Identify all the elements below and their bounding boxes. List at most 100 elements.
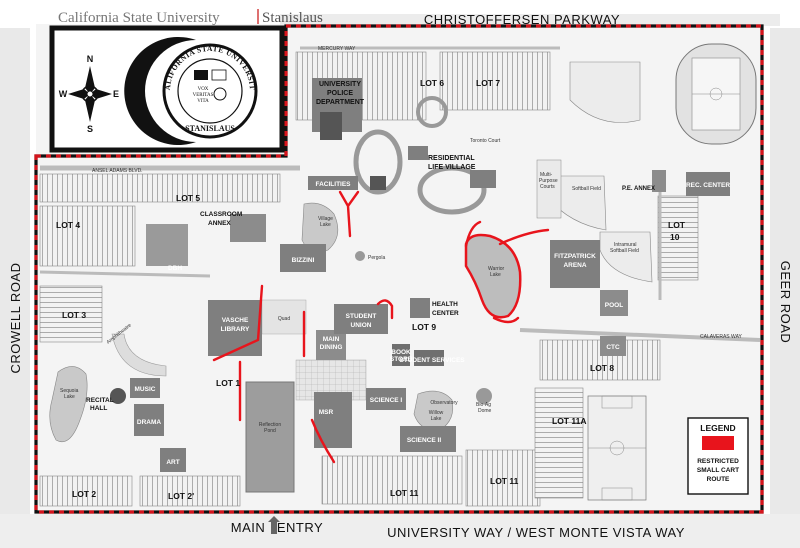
bookstore-building[interactable] xyxy=(392,344,410,366)
lot10-label-b: 10 xyxy=(670,232,680,242)
book-label-2: STORE xyxy=(390,356,413,363)
legend-title: LEGEND xyxy=(700,423,735,433)
geer-road-strip xyxy=(770,28,800,528)
pool-label: POOL xyxy=(605,302,623,309)
lot2p-label: LOT 2' xyxy=(168,491,194,501)
seal-bottom-text: STANISLAUS xyxy=(185,124,235,133)
toronto-label: Toronto Court xyxy=(470,138,501,144)
drama-label: DRAMA xyxy=(137,419,161,426)
facilities-annex[interactable] xyxy=(370,176,386,190)
pool-building[interactable] xyxy=(600,290,628,316)
health-center-building[interactable] xyxy=(410,298,430,318)
feature-labels: Amphitheatre Quad Pergola Village Lake W… xyxy=(60,46,743,434)
lot11a-area xyxy=(534,387,584,499)
bio-ag-dome[interactable] xyxy=(476,388,492,404)
recital-hall-building[interactable] xyxy=(110,388,126,404)
art-building[interactable] xyxy=(160,448,186,472)
main-entry-entry: ENTRY xyxy=(277,520,323,535)
student-union-building[interactable] xyxy=(334,304,388,334)
reflection-pond-label-2: Pond xyxy=(264,428,276,434)
drama-building[interactable] xyxy=(134,404,164,436)
recital-label-1: RECITAL xyxy=(86,397,114,404)
mercury-label: MERCURY WAY xyxy=(318,46,356,52)
lot2-label: LOT 2 xyxy=(72,489,96,499)
fitzpatrick-arena[interactable] xyxy=(550,240,600,288)
science1-label: SCIENCE I xyxy=(370,397,403,404)
campus-boundary xyxy=(34,24,764,514)
lot11a-label: LOT 11A xyxy=(552,416,586,426)
dbh-building[interactable] xyxy=(146,224,188,266)
facilities-building[interactable] xyxy=(308,176,358,190)
fitzpatrick-label-2: ARENA xyxy=(563,262,586,269)
compass-e: E xyxy=(113,89,119,99)
crowell-road-strip xyxy=(0,28,30,528)
multi-courts xyxy=(536,159,562,219)
sequoia-lake-label-2: Lake xyxy=(64,394,75,400)
lot9-label: LOT 9 xyxy=(412,322,436,332)
facilities-label: FACILITIES xyxy=(315,181,351,188)
student-union-label-2: UNION xyxy=(351,322,372,329)
vasche-label-2: LIBRARY xyxy=(221,326,250,333)
lot10-label-a: LOT xyxy=(668,220,686,230)
music-building[interactable] xyxy=(130,378,160,398)
header-campus: Stanislaus xyxy=(262,10,323,26)
police-annex[interactable] xyxy=(320,112,342,140)
student-services-building[interactable] xyxy=(414,350,444,366)
lot11-west-area xyxy=(321,455,463,505)
compass-s: S xyxy=(87,124,93,134)
bizzini-label: BIZZINI xyxy=(292,257,315,264)
ansel-adams-label: ANSEL ADAMS BLVD. xyxy=(92,168,143,174)
calaveras-label: CALAVERAS WAY xyxy=(700,334,743,340)
residential-ring-west xyxy=(353,129,403,195)
classroom-label-2: ANNEX xyxy=(208,220,231,227)
multi-courts-label-3: Courts xyxy=(540,184,555,190)
seal-motto-2: VERITAS xyxy=(193,93,214,98)
quad-label: Quad xyxy=(278,316,290,322)
lot8-area xyxy=(539,339,661,381)
building-labels: UNIVERSITY POLICE DEPARTMENT RESIDENTIAL… xyxy=(86,81,730,466)
bizzini-building[interactable] xyxy=(280,244,326,272)
ctc-building[interactable] xyxy=(600,336,626,356)
amphitheatre-seats xyxy=(111,333,167,377)
compass-w: W xyxy=(59,89,68,99)
legend-box xyxy=(687,417,749,495)
seal-motto-1: VOX xyxy=(198,87,209,92)
residential-loop-north xyxy=(416,96,448,128)
dbh-label: DBH xyxy=(168,265,182,272)
lot4-area xyxy=(39,205,136,267)
legend: LEGEND RESTRICTED SMALL CART ROUTE xyxy=(687,417,749,495)
compass-icon: N S E W xyxy=(59,54,119,134)
interior-roads xyxy=(39,46,761,342)
reflection-pond-label-1: Reflection xyxy=(259,422,281,428)
quad xyxy=(261,299,307,335)
classroom-label-1: CLASSROOM xyxy=(200,211,242,218)
residential-hall-2[interactable] xyxy=(408,146,428,160)
science1-building[interactable] xyxy=(366,388,406,410)
road-christoffersen: CHRISTOFFERSEN PARKWAY xyxy=(424,12,620,27)
christoffersen-strip xyxy=(280,14,780,26)
pergola-marker xyxy=(355,251,365,261)
main-entry-main: MAIN xyxy=(231,520,266,535)
legend-line-3: ROUTE xyxy=(707,476,730,483)
vasche-library[interactable] xyxy=(208,300,262,356)
university-way-strip xyxy=(0,514,800,548)
warrior-lake-label-1: Warrior xyxy=(488,266,505,272)
science2-building[interactable] xyxy=(400,426,456,452)
lot2-area xyxy=(39,475,133,507)
softball-label: Softball Field xyxy=(572,186,601,192)
main-dining-building[interactable] xyxy=(316,330,346,360)
lot11-east-area xyxy=(465,449,541,507)
lot7-area xyxy=(439,51,551,111)
athletic-fields xyxy=(536,43,757,501)
health-label-1: HEALTH xyxy=(432,301,458,308)
pergola-label: Pergola xyxy=(368,255,385,261)
residential-hall-1[interactable] xyxy=(470,170,496,188)
main-dining-label-2: DINING xyxy=(320,344,343,351)
health-label-2: CENTER xyxy=(432,310,459,317)
rec-center-building[interactable] xyxy=(686,172,730,196)
water-features xyxy=(49,96,522,493)
lot3-area xyxy=(39,285,103,343)
classroom-annex-building[interactable] xyxy=(230,214,266,242)
pe-annex-building[interactable] xyxy=(652,170,666,192)
lot4-label: LOT 4 xyxy=(56,220,80,230)
